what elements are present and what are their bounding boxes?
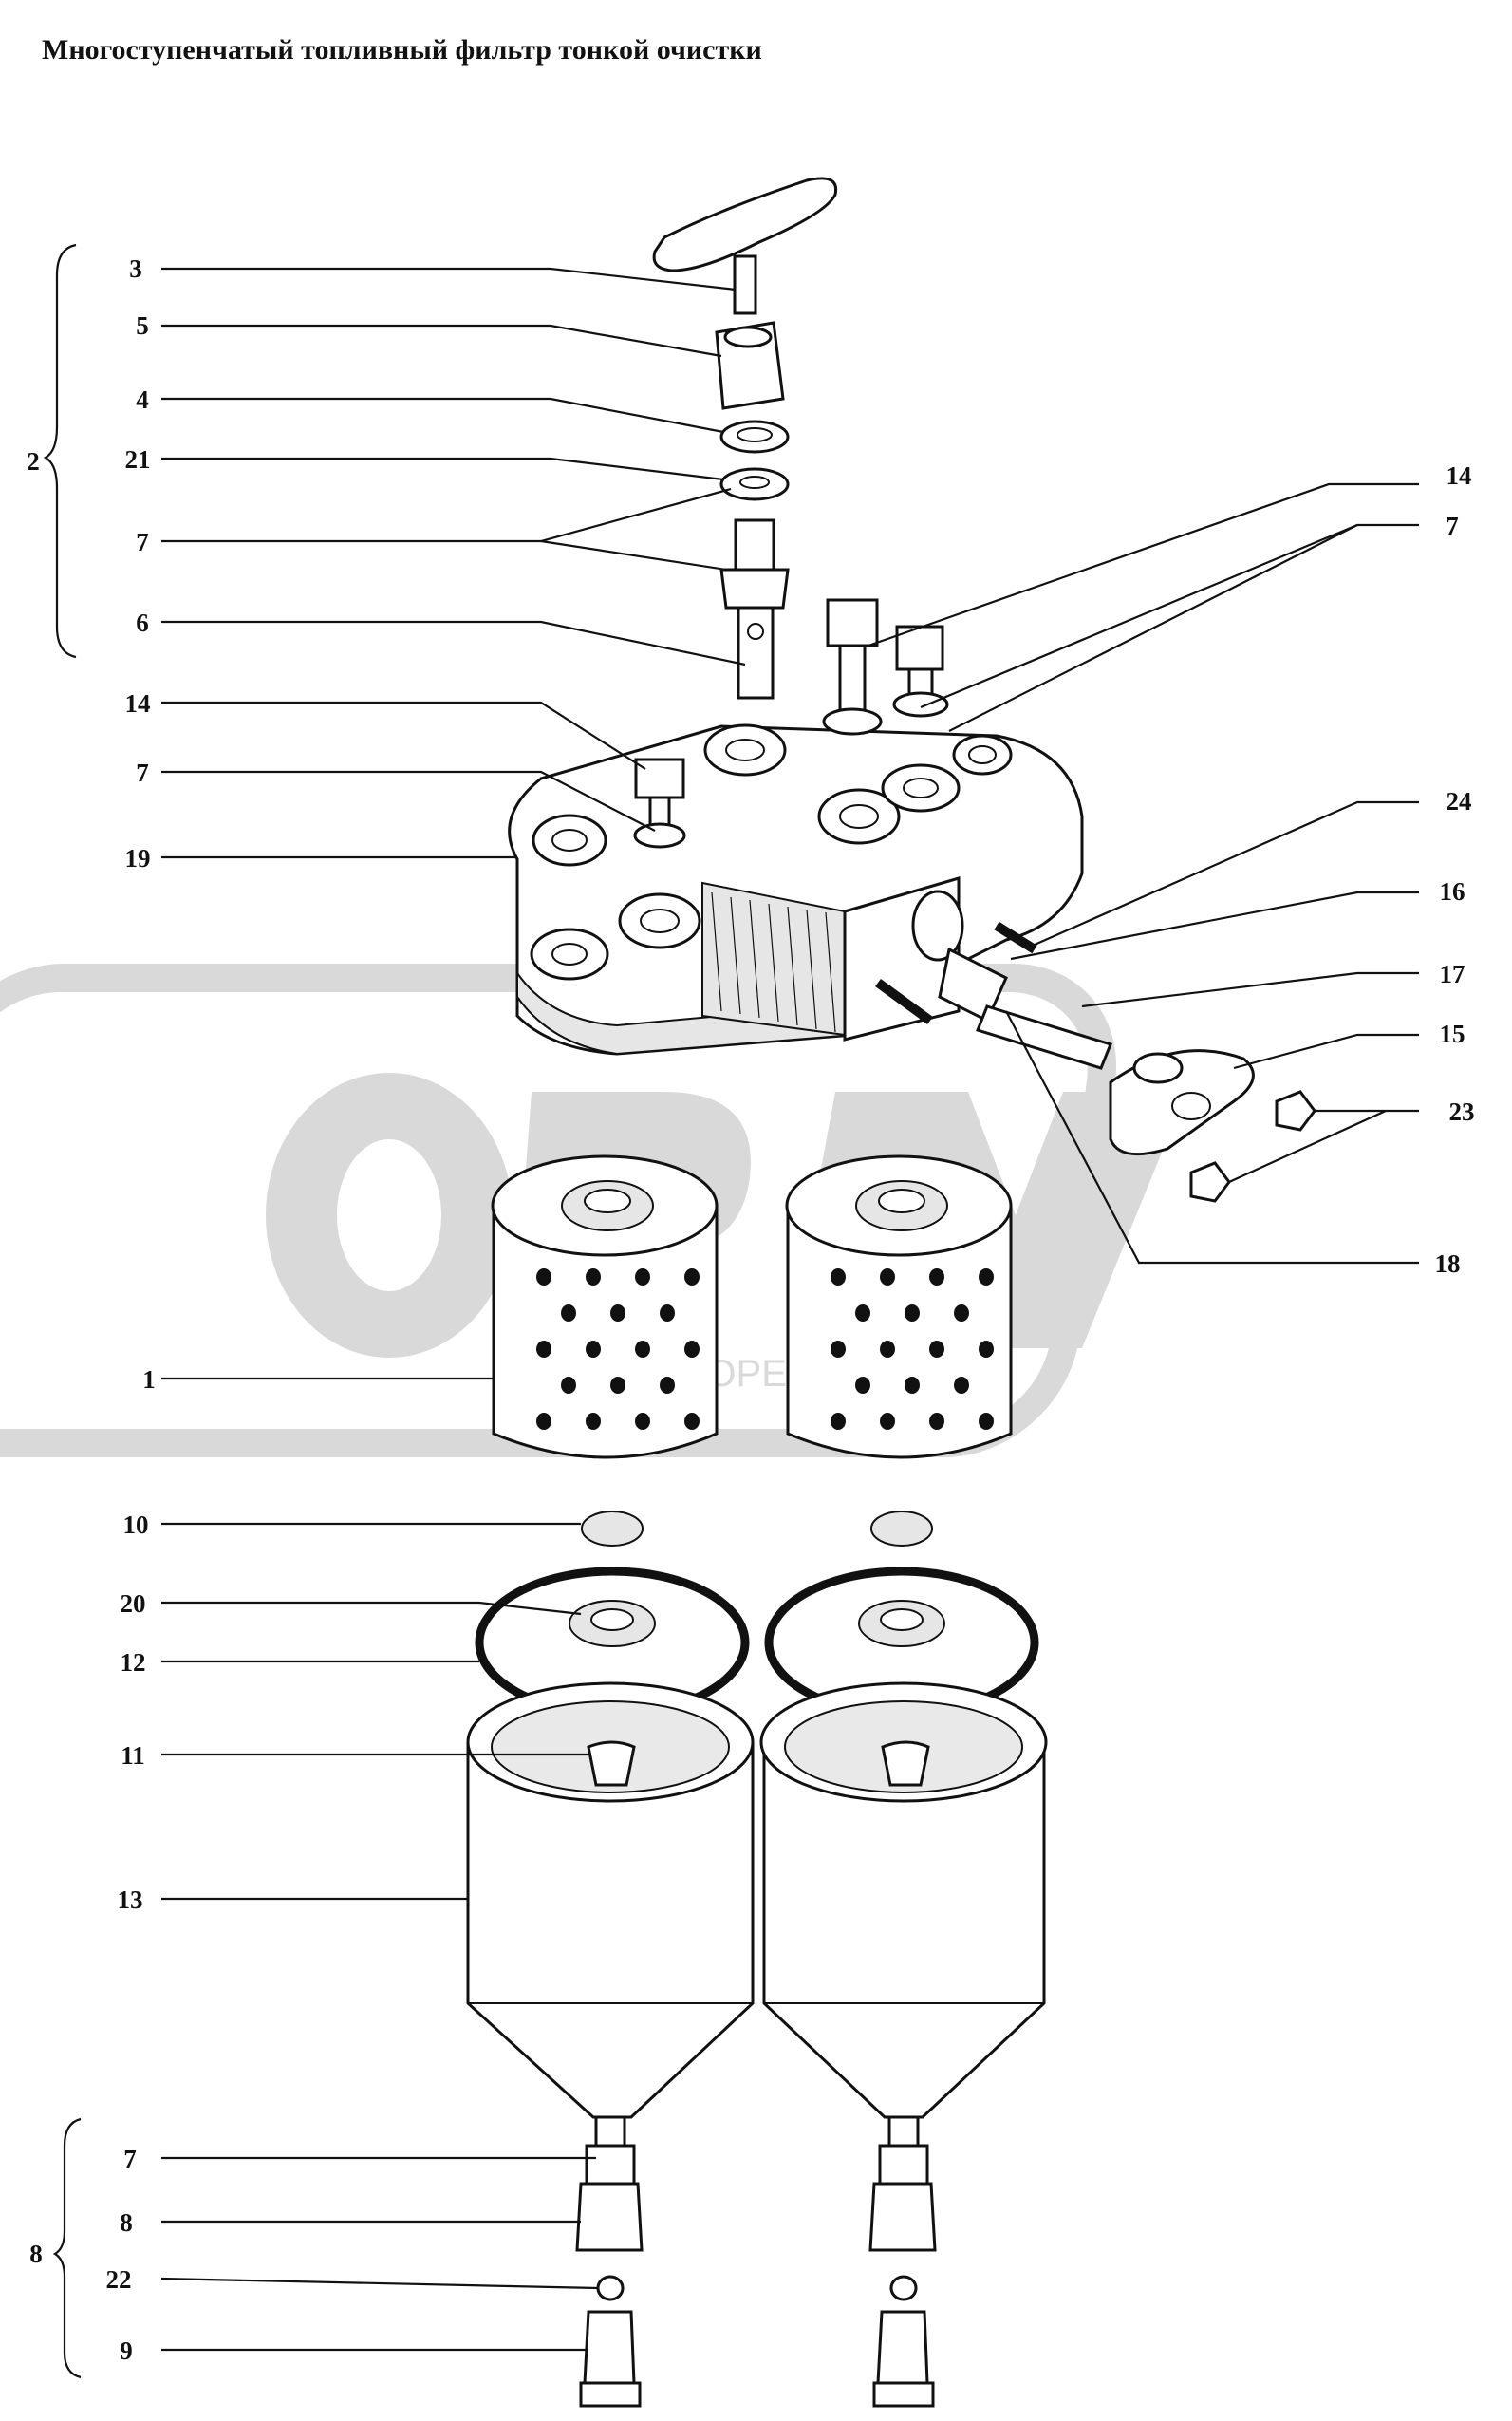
gasket-left — [475, 1567, 750, 1718]
callout-labels: 3 5 4 21 7 6 14 7 19 14 7 24 16 17 15 23… — [27, 254, 1474, 2365]
page-title: Многоступенчатый топливный фильтр тонкой… — [42, 34, 762, 66]
seal-left — [581, 1511, 644, 1547]
callout-14-left: 14 — [125, 689, 151, 718]
callout-7-top: 7 — [136, 528, 149, 556]
perforation-hole — [929, 1341, 944, 1358]
perforation-hole — [684, 1268, 700, 1286]
filter-head-housing — [508, 598, 1316, 1203]
callout-16: 16 — [1440, 877, 1465, 906]
perforation-hole — [684, 1413, 700, 1430]
perforation-hole — [979, 1268, 994, 1286]
perforation-hole — [635, 1268, 650, 1286]
perforation-hole — [536, 1268, 551, 1286]
bleed-valve-assembly — [652, 177, 838, 700]
perforation-hole — [979, 1413, 994, 1430]
drain-plug-left — [575, 2115, 644, 2408]
group-label-8: 8 — [29, 2240, 43, 2268]
callout-21: 21 — [125, 445, 151, 474]
perforation-hole — [586, 1268, 601, 1286]
perforation-hole — [536, 1341, 551, 1358]
callout-3: 3 — [129, 254, 142, 283]
perforation-hole — [586, 1341, 601, 1358]
callout-23: 23 — [1449, 1098, 1475, 1126]
callout-24: 24 — [1447, 787, 1472, 816]
callout-4: 4 — [136, 385, 149, 414]
perforation-hole — [880, 1413, 895, 1430]
callout-20: 20 — [121, 1589, 146, 1618]
group-label-2: 2 — [27, 447, 40, 476]
callout-12: 12 — [121, 1648, 146, 1677]
callout-19: 19 — [125, 844, 151, 873]
callout-18: 18 — [1435, 1249, 1461, 1278]
perforation-hole — [831, 1268, 846, 1286]
perforation-hole — [954, 1377, 969, 1394]
bracket-group-8 — [52, 2117, 82, 2379]
perforation-hole — [929, 1268, 944, 1286]
callout-1: 1 — [142, 1365, 156, 1394]
callout-17: 17 — [1440, 960, 1465, 988]
perforation-hole — [561, 1377, 576, 1394]
callout-7-right: 7 — [1446, 512, 1459, 540]
perforation-hole — [855, 1377, 870, 1394]
callout-9: 9 — [120, 2337, 133, 2365]
callout-13: 13 — [118, 1886, 143, 1914]
perforation-hole — [586, 1413, 601, 1430]
perforation-hole — [610, 1377, 625, 1394]
perforation-hole — [954, 1304, 969, 1322]
leader-lines — [160, 267, 1419, 2352]
callout-7-head: 7 — [136, 759, 149, 787]
perforation-hole — [831, 1413, 846, 1430]
callout-8-part: 8 — [120, 2208, 133, 2237]
seal-right — [870, 1511, 933, 1547]
perforation-hole — [536, 1413, 551, 1430]
callout-6: 6 — [136, 609, 149, 637]
drain-plug-right — [868, 2115, 937, 2408]
perforation-hole — [660, 1377, 675, 1394]
perforation-hole — [635, 1341, 650, 1358]
perforation-hole — [905, 1377, 920, 1394]
housing-left — [466, 1681, 755, 2119]
callout-14-right: 14 — [1447, 461, 1472, 490]
perforation-hole — [929, 1413, 944, 1430]
perforation-hole — [684, 1341, 700, 1358]
callout-7-bottom: 7 — [123, 2145, 137, 2173]
callout-15: 15 — [1440, 1020, 1465, 1048]
filter-perforations — [536, 1268, 994, 1430]
gasket-right — [764, 1567, 1039, 1718]
perforation-hole — [831, 1341, 846, 1358]
perforation-hole — [880, 1341, 895, 1358]
perforation-hole — [979, 1341, 994, 1358]
callout-11: 11 — [121, 1741, 145, 1770]
perforation-hole — [660, 1304, 675, 1322]
callout-5: 5 — [136, 311, 149, 340]
callout-10: 10 — [123, 1511, 149, 1539]
callout-22: 22 — [106, 2265, 132, 2294]
perforation-hole — [635, 1413, 650, 1430]
perforation-hole — [855, 1304, 870, 1322]
perforation-hole — [561, 1304, 576, 1322]
housing-right — [759, 1681, 1048, 2119]
perforation-hole — [610, 1304, 625, 1322]
perforation-hole — [905, 1304, 920, 1322]
perforation-hole — [880, 1268, 895, 1286]
bracket-group-2 — [43, 243, 77, 659]
filter-element-left — [491, 1154, 719, 1459]
filter-element-right — [785, 1154, 1013, 1459]
